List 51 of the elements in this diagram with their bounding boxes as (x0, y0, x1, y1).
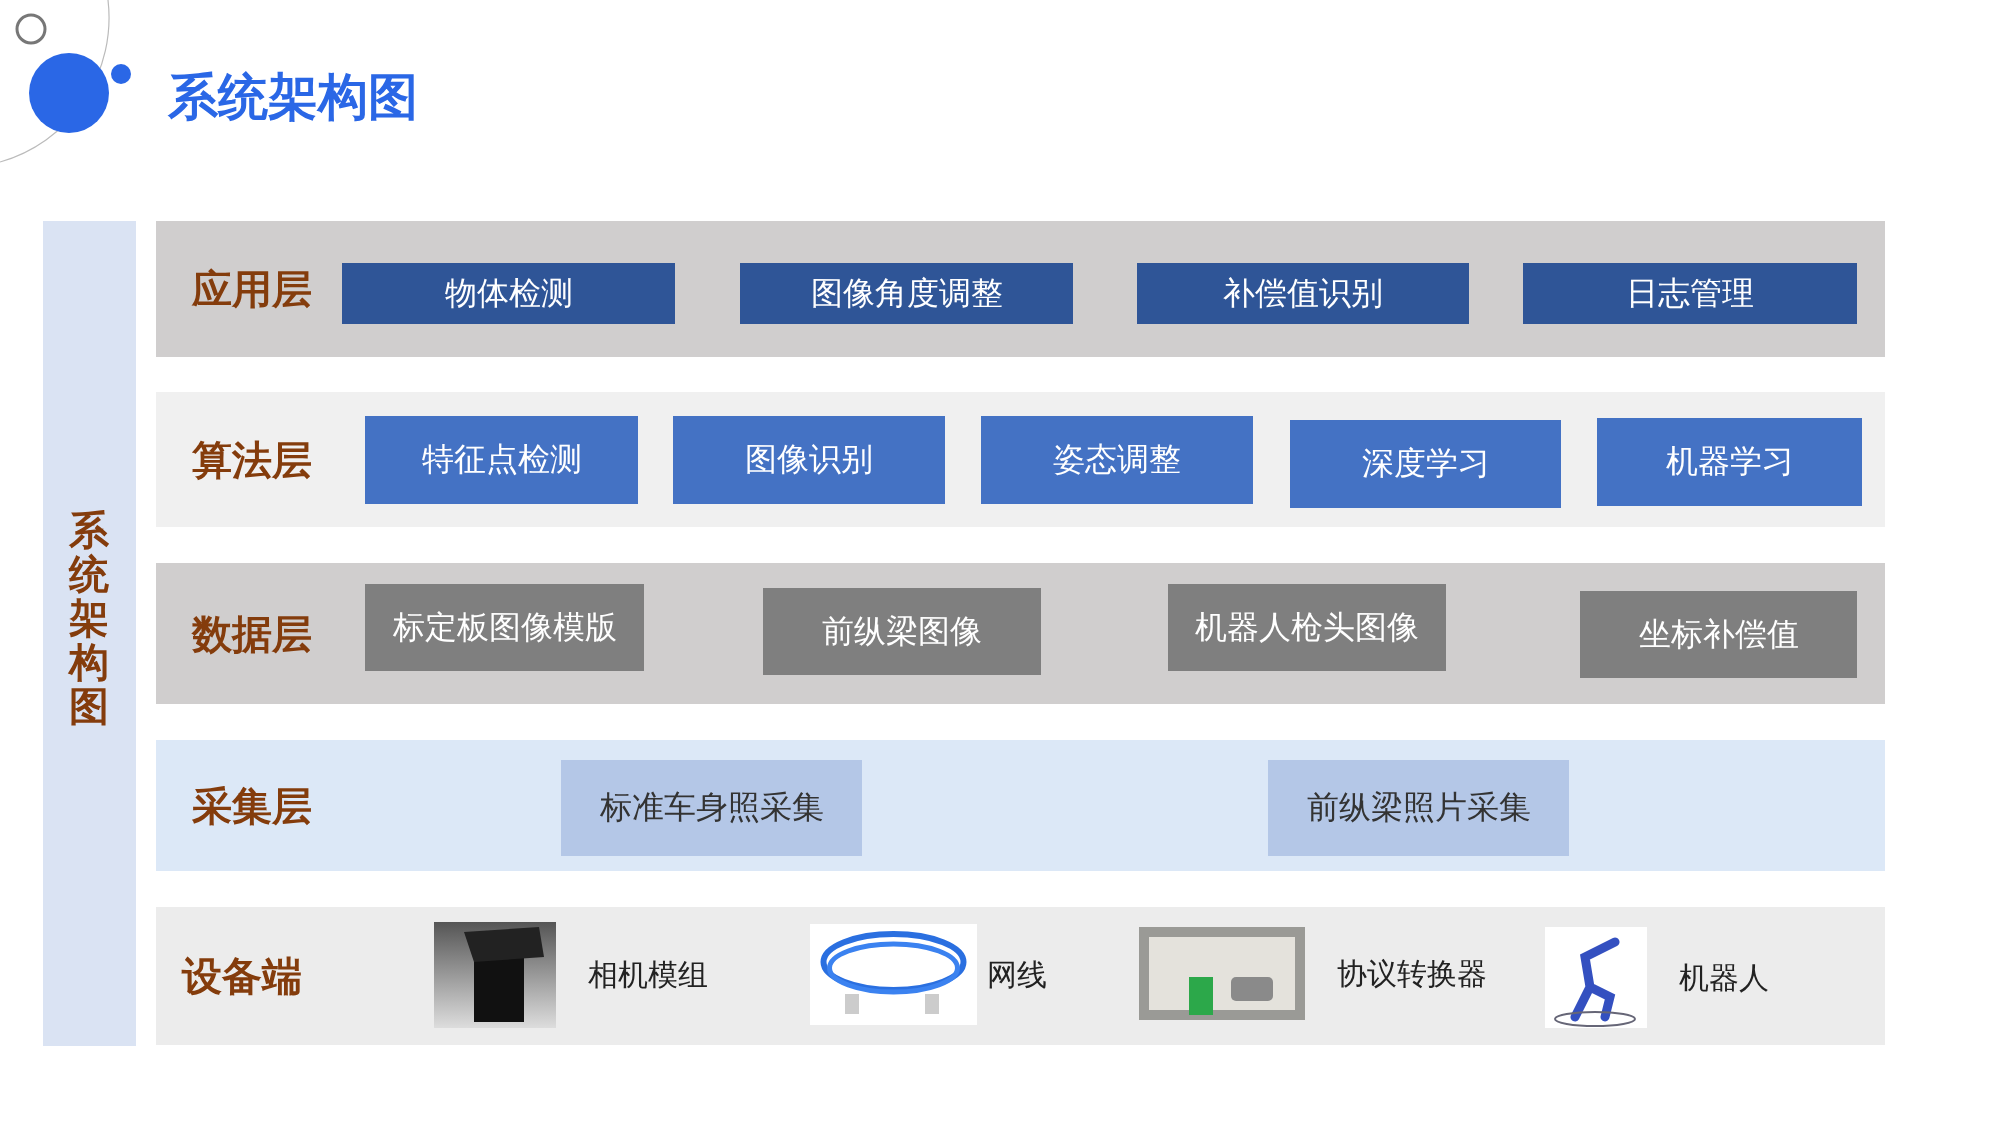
module-box (1580, 591, 1857, 678)
module-label: 机器学习 (1665, 441, 1794, 482)
layer-band (156, 392, 1885, 527)
layer-heading: 算法层 (192, 435, 312, 484)
module-label: 标定板图像模版 (392, 606, 617, 648)
module-label: 姿态调整 (1053, 439, 1181, 480)
module-label: 机器人枪头图像 (1195, 606, 1419, 648)
module-label: 物体检测 (444, 272, 573, 314)
device-label: 网线 (987, 955, 1047, 993)
module-label: 日志管理 (1626, 272, 1754, 314)
layer-band (156, 907, 1885, 1045)
device-label: 协议转换器 (1337, 954, 1487, 992)
side-panel (43, 221, 136, 1046)
module-label: 特征点检测 (421, 439, 582, 480)
robot-arm-drawing (1545, 927, 1647, 1028)
module-box (763, 588, 1041, 675)
module-box (1523, 263, 1857, 324)
module-box (673, 416, 945, 504)
module-label: 深度学习 (1361, 443, 1490, 484)
module-label: 前纵梁图像 (822, 610, 982, 652)
module-box (1597, 418, 1862, 506)
module-label: 标准车身照采集 (599, 787, 824, 828)
layer-band (156, 221, 1885, 357)
vertical-heading: 系统架构图 (69, 508, 109, 728)
module-label: 补偿值识别 (1223, 272, 1383, 314)
page-title: 系统架构图 (168, 67, 418, 128)
module-box (1137, 263, 1469, 324)
module-box (1268, 760, 1569, 856)
layer-heading: 数据层 (192, 609, 312, 658)
module-box (365, 584, 644, 671)
device-label: 机器人 (1679, 958, 1769, 996)
module-box (981, 416, 1253, 504)
module-box (1290, 420, 1561, 508)
cable-drawing (810, 924, 977, 1025)
converter-drawing (1139, 927, 1305, 1020)
module-box (365, 416, 638, 504)
module-label: 图像角度调整 (810, 272, 1003, 314)
module-box (740, 263, 1073, 324)
module-box (342, 263, 675, 324)
layer-heading: 采集层 (192, 781, 312, 830)
module-label: 图像识别 (745, 439, 873, 480)
module-label: 前纵梁照片采集 (1306, 787, 1531, 828)
camera-drawing (434, 922, 556, 1028)
device-label: 相机模组 (588, 955, 708, 994)
layer-band (156, 740, 1885, 871)
module-box (561, 760, 862, 856)
module-label: 坐标补偿值 (1638, 613, 1799, 655)
layer-heading: 应用层 (192, 264, 312, 314)
module-box (1168, 584, 1446, 671)
layer-heading: 设备端 (182, 951, 302, 1001)
layer-band (156, 563, 1885, 704)
